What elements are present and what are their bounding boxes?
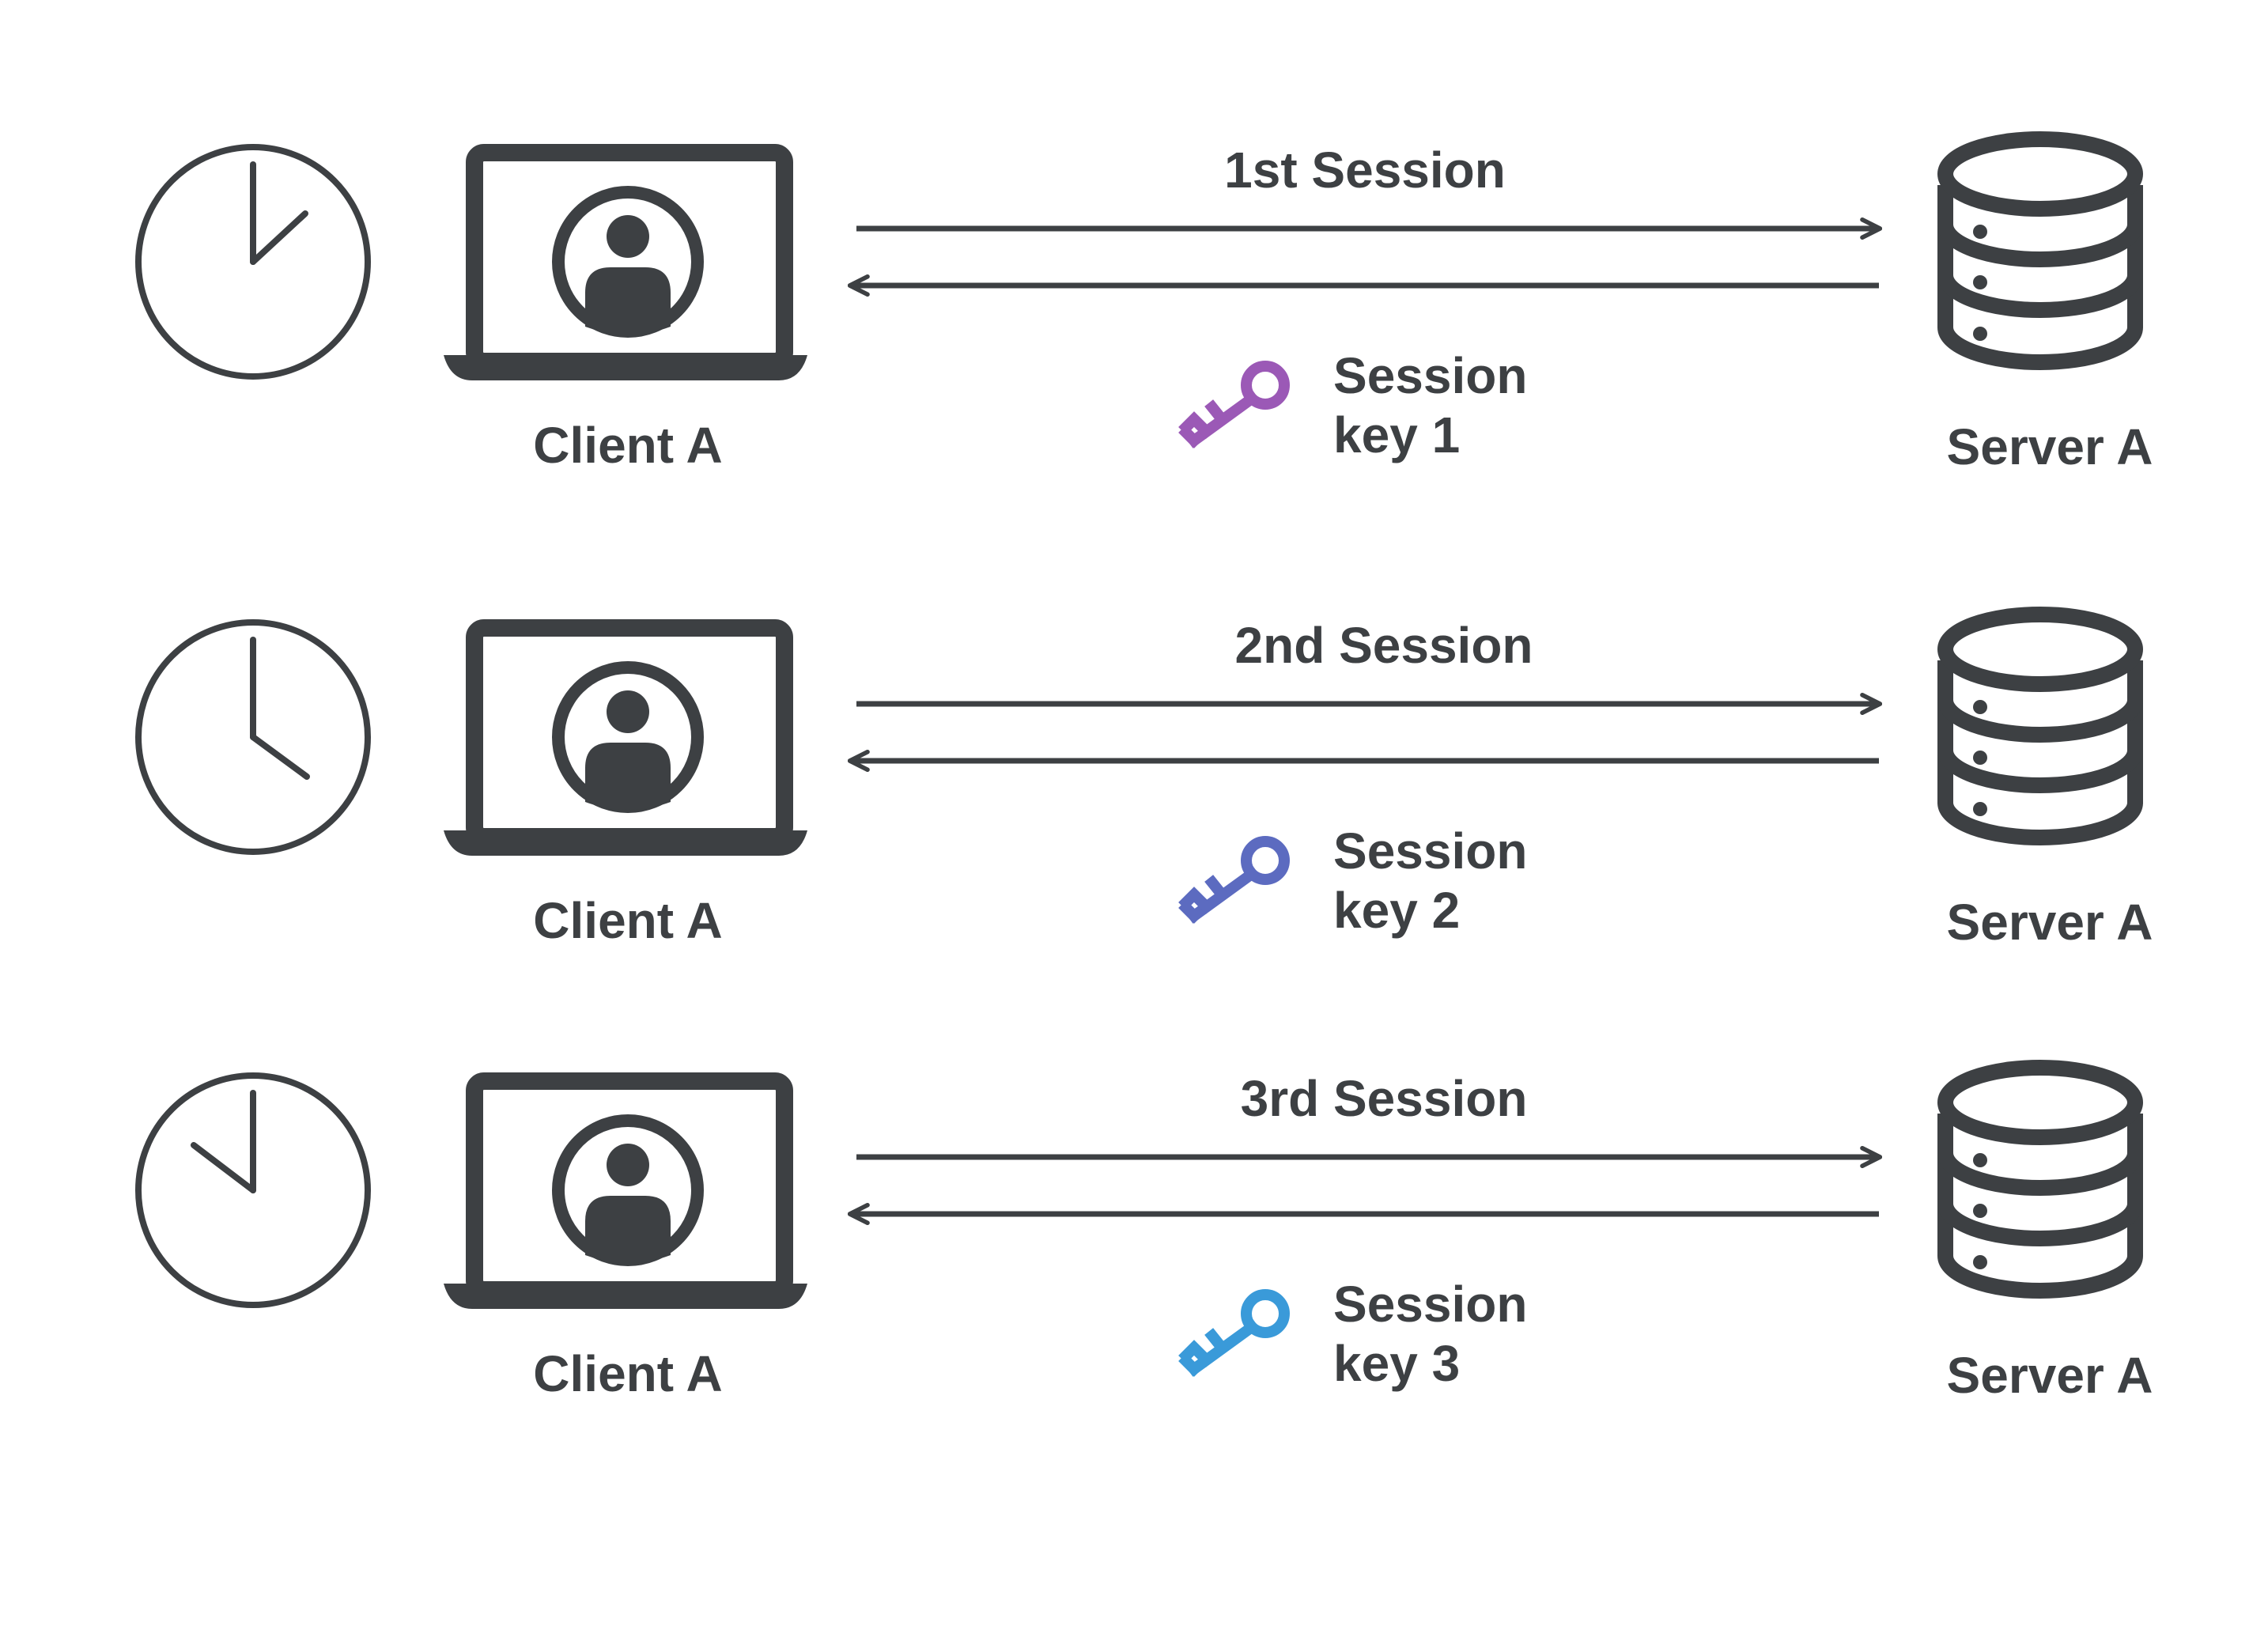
clock-icon — [135, 619, 371, 855]
session-title: 2nd Session — [1235, 617, 1533, 674]
key-icon — [1178, 361, 1290, 448]
clock-icon — [135, 1072, 371, 1308]
key-label-line-1: Session — [1333, 347, 1527, 404]
session-title: 1st Session — [1224, 142, 1506, 199]
key-label-line-1: Session — [1333, 1276, 1527, 1333]
session-row-2: Client A 2nd Session Session key 2 Serve… — [135, 607, 2153, 951]
database-server-icon — [1937, 607, 2143, 845]
session-row-3: Client A 3rd Session Session key 3 Serve… — [135, 1060, 2153, 1404]
key-label-line-2: key 1 — [1333, 407, 1460, 463]
session-title: 3rd Session — [1241, 1070, 1528, 1127]
clock-icon — [135, 144, 371, 380]
laptop-user-icon — [444, 144, 807, 380]
key-icon — [1178, 836, 1290, 924]
key-label-line-2: key 2 — [1333, 882, 1460, 939]
database-server-icon — [1937, 1060, 2143, 1299]
laptop-user-icon — [444, 1072, 807, 1309]
session-row-1: Client A 1st Session Session key 1 Serve… — [135, 131, 2153, 475]
laptop-user-icon — [444, 619, 807, 856]
database-server-icon — [1937, 131, 2143, 370]
key-label-line-1: Session — [1333, 822, 1527, 879]
client-label: Client A — [533, 417, 722, 474]
key-label-line-2: key 3 — [1333, 1335, 1460, 1392]
client-label: Client A — [533, 892, 722, 949]
server-label: Server A — [1947, 1347, 2153, 1404]
server-label: Server A — [1947, 894, 2153, 951]
server-label: Server A — [1947, 418, 2153, 475]
client-label: Client A — [533, 1345, 722, 1402]
key-icon — [1178, 1289, 1290, 1377]
